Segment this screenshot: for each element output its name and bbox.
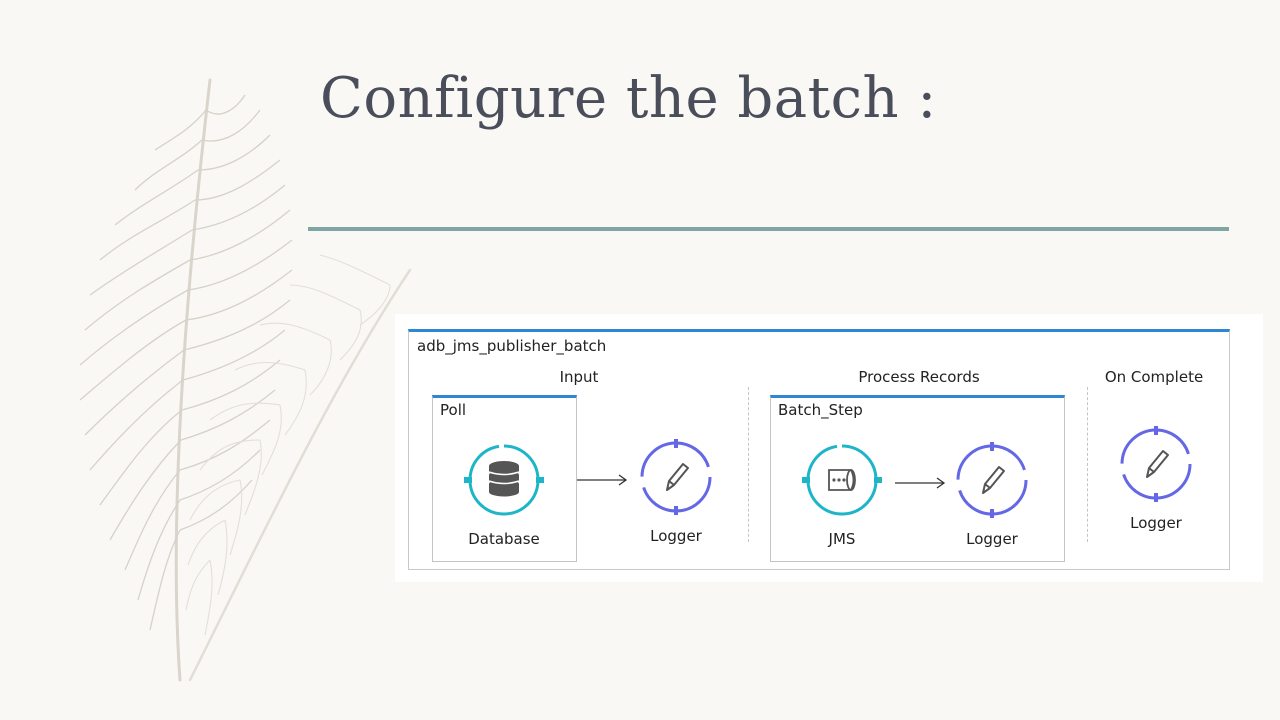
component-logger[interactable]: Logger xyxy=(1101,424,1211,532)
flow-arrow-icon xyxy=(577,474,628,486)
batch-flow-canvas: adb_jms_publisher_batch Input Process Re… xyxy=(408,329,1230,570)
pencil-icon xyxy=(640,439,712,515)
component-label: Logger xyxy=(1130,514,1182,532)
jms-queue-icon xyxy=(802,444,882,516)
section-separator xyxy=(1087,387,1088,542)
flow-arrow-icon xyxy=(895,477,946,489)
component-label: Logger xyxy=(966,530,1018,548)
slide-title: Configure the batch : xyxy=(320,66,937,131)
pencil-icon xyxy=(956,442,1028,518)
component-label: JMS xyxy=(828,530,856,548)
section-label-on-complete: On Complete xyxy=(1104,368,1204,386)
pencil-icon xyxy=(1120,426,1192,502)
scope-batch-step[interactable]: Batch_Step JMS xyxy=(770,395,1065,562)
title-divider xyxy=(308,227,1229,231)
scope-name: Batch_Step xyxy=(778,401,863,419)
component-database[interactable]: Database xyxy=(449,440,559,548)
flow-name: adb_jms_publisher_batch xyxy=(417,337,607,355)
component-logger[interactable]: Logger xyxy=(621,437,731,545)
component-label: Logger xyxy=(650,527,702,545)
component-label: Database xyxy=(468,530,540,548)
section-label-input: Input xyxy=(559,368,599,386)
section-separator xyxy=(748,387,749,542)
feather-icon xyxy=(79,78,412,682)
component-jms[interactable]: JMS xyxy=(787,440,897,548)
scope-name: Poll xyxy=(440,401,467,419)
batch-flow-screenshot: adb_jms_publisher_batch Input Process Re… xyxy=(395,314,1263,582)
component-logger[interactable]: Logger xyxy=(937,440,1047,548)
database-icon xyxy=(464,444,544,516)
section-label-process-records: Process Records xyxy=(858,368,980,386)
scope-poll[interactable]: Poll Database xyxy=(432,395,577,562)
